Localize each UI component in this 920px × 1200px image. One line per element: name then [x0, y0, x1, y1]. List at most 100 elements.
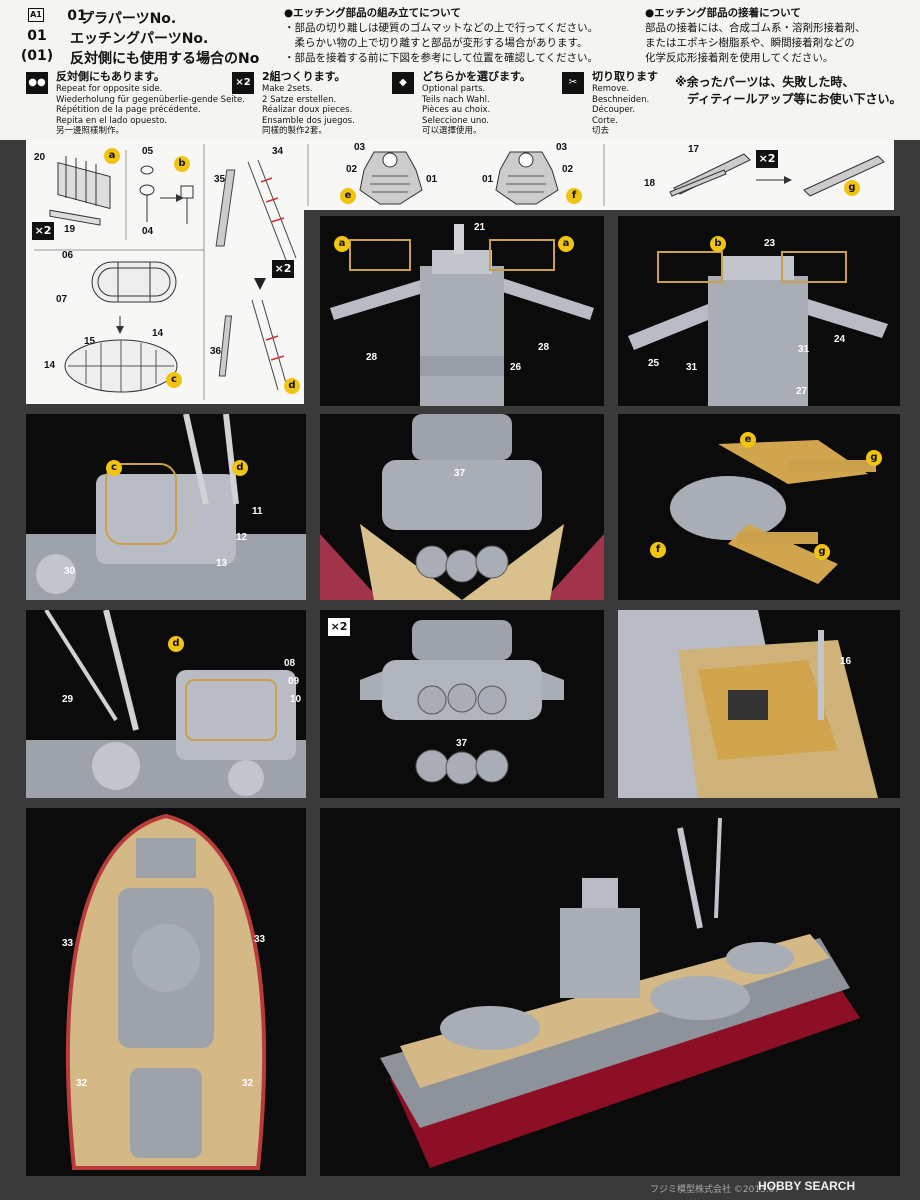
warning-line: ディティールアップ等にお使い下さい。: [687, 92, 902, 106]
glue-note-line: またはエポキシ樹脂系や、瞬間接着剤などの: [645, 37, 855, 49]
symbol-line: Beschneiden.: [592, 94, 650, 105]
part-number: 02: [562, 164, 574, 175]
legend-text-plastic: プラパーツNo.: [80, 11, 177, 27]
label-c: c: [166, 372, 182, 388]
warning-line: ※余ったパーツは、失敗した時、: [675, 75, 855, 89]
label-a: a: [334, 236, 350, 252]
label-f: f: [650, 542, 666, 558]
part-number: 01: [482, 174, 494, 185]
symbol-line: Seleccione uno.: [422, 115, 489, 126]
deck-bow-drawing: [618, 610, 878, 798]
photo-ship-perspective: [320, 808, 900, 1176]
glue-note-line: 化学反応形接着剤を使用してください。: [645, 52, 834, 64]
symbol-line: Découper.: [592, 105, 636, 115]
assembly-note-line: 柔らかい物の上で切り離すと部品が変形する場合があります。: [284, 37, 588, 49]
photo-deck-16: 16: [618, 610, 900, 798]
page-badge: A1: [28, 8, 44, 22]
symbol-line: Repeat for opposite side.: [56, 84, 163, 94]
part-number: 19: [64, 224, 76, 235]
symbol-line: Corte.: [592, 115, 618, 126]
symbol-line: Pièces au choix.: [422, 105, 491, 115]
label-d: d: [284, 378, 300, 394]
part-number: 37: [454, 468, 466, 479]
symbol-line: 可以選擇使用。: [422, 126, 482, 136]
part-number: 17: [688, 144, 700, 155]
bridge-drawing: [26, 414, 306, 600]
legend-num-plastic: 01: [67, 8, 87, 24]
label-g: g: [814, 544, 830, 560]
symbol-line: 切去: [592, 126, 610, 136]
part-number: 24: [834, 334, 846, 345]
ship-perspective-drawing: [380, 817, 860, 1168]
label-g: g: [844, 180, 860, 196]
label-b: b: [174, 156, 190, 172]
part-number: 05: [142, 146, 154, 157]
diagram-abc-drawing: [34, 144, 297, 400]
part-number: 18: [644, 178, 656, 189]
symbol-line: 2 Satze erstellen.: [262, 94, 337, 105]
part-number: 36: [210, 346, 222, 357]
legend-num-opposite: (01): [20, 48, 54, 64]
part-number: 21: [474, 222, 486, 233]
part-number: 35: [214, 174, 226, 185]
optional-parts-icon: ◆: [392, 72, 414, 94]
assembly-notes-heading: ●エッチング部品の組み立てについて: [284, 7, 461, 19]
legend-text-etching: エッチングパーツNo.: [70, 31, 209, 47]
part-number: 23: [764, 238, 776, 249]
symbol-line: Repita en el lado opuesto.: [56, 115, 167, 126]
part-number: 14: [44, 360, 56, 371]
part-number: 15: [84, 336, 96, 347]
part-number: 11: [252, 506, 263, 517]
photo-bridge-d: d 08 09 10 29: [26, 610, 306, 798]
symbol-line: Optional parts.: [422, 84, 486, 94]
tower-drawing: [628, 251, 888, 406]
turret-drawing: [320, 414, 604, 600]
opposite-side-icon: ●●: [26, 72, 48, 94]
part-number: 02: [346, 164, 358, 175]
part-number: 31: [798, 344, 810, 355]
part-number: 28: [538, 342, 550, 353]
diagram-abc: 20 19 a ×2 05 04 b 06 07 15 14 14 c 34 3…: [26, 140, 304, 404]
symbol-line: Réalizar doux pieces.: [262, 105, 353, 115]
symbol-line: Remove.: [592, 84, 630, 94]
label-c: c: [106, 460, 122, 476]
label-e: e: [340, 188, 356, 204]
glue-notes-heading: ●エッチング部品の接着について: [645, 7, 801, 19]
part-number: 08: [284, 658, 296, 669]
photo-tower-b: b 23 24 25 31 31 27: [618, 216, 900, 406]
symbol-title: 2組つくります。: [262, 70, 346, 83]
symbol-title: 切り取ります: [592, 70, 658, 83]
times-two-icon: ×2: [232, 72, 254, 94]
label-a: a: [558, 236, 574, 252]
part-number: 33: [62, 938, 74, 949]
part-number: 27: [796, 386, 808, 397]
copyright: フジミ模型株式会社 ©2013.07: [650, 1185, 781, 1195]
legend-text-opposite: 反対側にも使用する場合のNo: [70, 51, 260, 67]
part-number: 34: [272, 146, 284, 157]
symbol-line: Ensamble dos juegos.: [262, 115, 355, 126]
part-number: 07: [56, 294, 68, 305]
glue-note-line: 部品の接着には、合成ゴム系・溶剤形接着剤、: [645, 22, 866, 34]
photo-ship-top: 33 33 32 32: [26, 808, 306, 1176]
part-number: 28: [366, 352, 378, 363]
assembly-note-line: ・部品の切り離しは硬質のゴムマットなどの上で行ってください。: [284, 22, 599, 34]
label-a: a: [104, 148, 120, 164]
part-number: 29: [62, 694, 74, 705]
symbol-line: Wiederholung für gegenüberlie-gende Seit…: [56, 94, 245, 105]
photo-tower-a: a a 21 28 28 26: [320, 216, 604, 406]
label-f: f: [566, 188, 582, 204]
turret-x2-drawing: [360, 620, 564, 785]
part-number: 03: [556, 142, 568, 153]
legend-header: A1 01 プラパーツNo. 01 エッチングパーツNo. (01) 反対側にも…: [0, 0, 920, 140]
part-number: 37: [456, 738, 468, 749]
part-number: 32: [242, 1078, 254, 1089]
part-number: 25: [648, 358, 660, 369]
part-number: 09: [288, 676, 300, 687]
part-number: 06: [62, 250, 74, 261]
spare-parts-warning: ※余ったパーツは、失敗した時、 ディティールアップ等にお使い下さい。: [675, 74, 901, 108]
label-d: d: [168, 636, 184, 652]
diagram-efg-drawing: [307, 144, 885, 206]
photo-bridge-cd: c d 11 12 13 30: [26, 414, 306, 600]
part-number: 31: [686, 362, 698, 373]
times-two-badge: ×2: [272, 260, 294, 278]
